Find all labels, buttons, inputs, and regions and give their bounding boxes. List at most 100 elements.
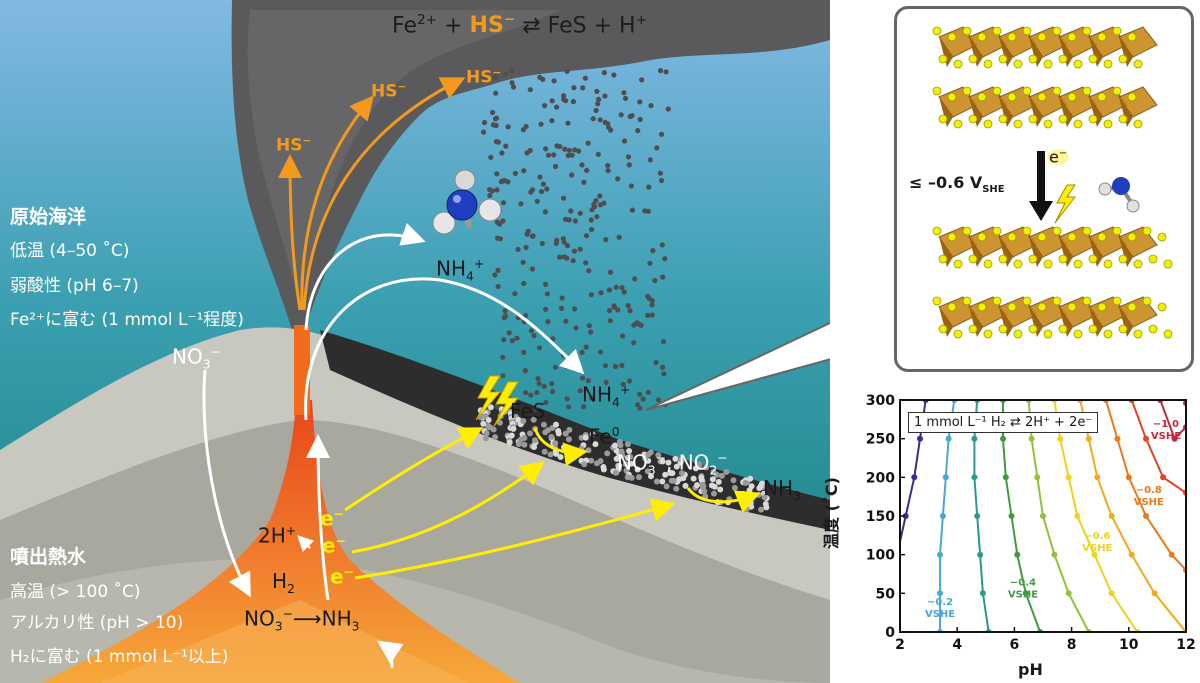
ammonium-particle [564,396,570,402]
sulfur-atom [938,54,948,64]
sulfur-atom [983,119,993,129]
fes-octahedron-face [969,237,983,267]
ammonium-particle [640,396,646,402]
sulfur-atom [1067,232,1077,242]
ammonium-particle [595,101,601,107]
ammonium-particle [543,281,549,287]
sulfur-atom [968,324,978,334]
ammonium-particle [577,246,583,252]
ammonium-particle [528,392,534,398]
lightning-icon [1054,184,1077,224]
electron-arrow-3 [354,498,676,580]
data-point [1040,513,1046,519]
sulfur-atom [1157,302,1167,312]
fes-particle [548,433,555,440]
fes-particle [612,442,618,449]
ammonium-particle [488,154,494,160]
fes-particle [730,477,737,484]
ammonium-particle [527,87,533,93]
fes-particle [757,482,764,489]
ammonium-particle [618,112,624,118]
hydrothermal-title: 噴出熱水 [10,546,87,568]
ammonium-particle [529,266,536,272]
ammonium-particle [502,308,508,314]
sulfur-atom [1088,114,1098,124]
fes-particle [672,455,679,462]
fes-particle [532,437,538,444]
electron-label-1: e− [320,506,344,531]
fes-particle [542,429,549,436]
fes-particle [703,464,710,471]
inset-callout-wedge [645,321,830,411]
fes-particle [616,462,623,469]
fes-particle [723,469,730,475]
fes-octahedron-face [1089,97,1103,127]
fes-particle [487,404,494,411]
fes-octahedron-face [999,307,1013,337]
ammonium-particle [492,74,499,80]
electron-label-2: e− [322,533,346,558]
ammonium-particle [487,187,493,193]
fes-particle [653,478,660,485]
fes-particle [663,483,670,490]
ammonium-particle [566,217,572,223]
sulfur-atom [1007,32,1017,42]
ammonium-particle [595,151,601,157]
ammonium-particle [509,80,515,86]
fes-particle [690,475,697,482]
series-unit-label: VSHE [1008,590,1038,601]
sulfur-atom [962,86,972,96]
ammonium-particle [495,267,501,273]
sulfur-atom [953,329,963,339]
sulfur-atom [1112,226,1122,236]
ammonium-particle [647,157,653,163]
ammonium-particle [590,116,596,122]
sulfur-atom [932,86,942,96]
fes-particle [711,490,717,497]
ammonium-particle [561,254,567,260]
ammonium-particle [552,163,559,170]
fes-layer-top [932,26,1158,69]
x-tick-label: 10 [1119,637,1139,653]
sulfur-atom [953,259,963,269]
ammonium-particle [642,208,648,214]
sulfur-atom [1088,324,1098,334]
ammonium-particle [543,146,549,152]
ammonium-particle [494,171,500,177]
ammonium-particle [564,68,570,74]
data-point [1085,435,1092,442]
sulfur-atom [1163,329,1173,339]
ammonium-particle [627,378,633,384]
hs-label-1: HS− [276,135,312,156]
sulfur-atom [1163,259,1173,269]
fes-particle [700,484,706,491]
no3-to-nh3-reaction: NO3−⟶NH3 [244,606,360,634]
ammonium-particle [536,345,543,351]
ammonium-particle [534,390,540,396]
magma-chimney [40,400,520,683]
sulfur-atom [1157,232,1167,242]
sulfur-atom [1013,59,1023,69]
fes-particle [755,491,762,498]
ammonium-particle [602,363,609,369]
fes-particle [622,461,629,468]
fes-particle [761,494,768,501]
sulfur-atom [932,26,942,36]
ammonium-particle [620,381,626,387]
ammonium-particle [515,246,521,252]
ammonium-particle [490,109,496,116]
ammonium-particle [543,399,549,405]
ammonium-particle [552,364,559,370]
ammonium-particle [621,90,627,96]
fes-octahedron-face [1029,307,1043,337]
ammonium-particle [594,214,600,220]
sulfur-atom [1082,296,1092,306]
sulfur-atom [1088,54,1098,64]
ammonium-particle [655,397,662,403]
fes-particle [521,441,528,448]
sulfur-atom [1142,226,1152,236]
nh4-label-upper: NH4+ [436,256,485,284]
series-label: −0.8 [1136,485,1162,496]
hs-ion-label: HS− [469,12,516,39]
data-point [1008,513,1015,519]
